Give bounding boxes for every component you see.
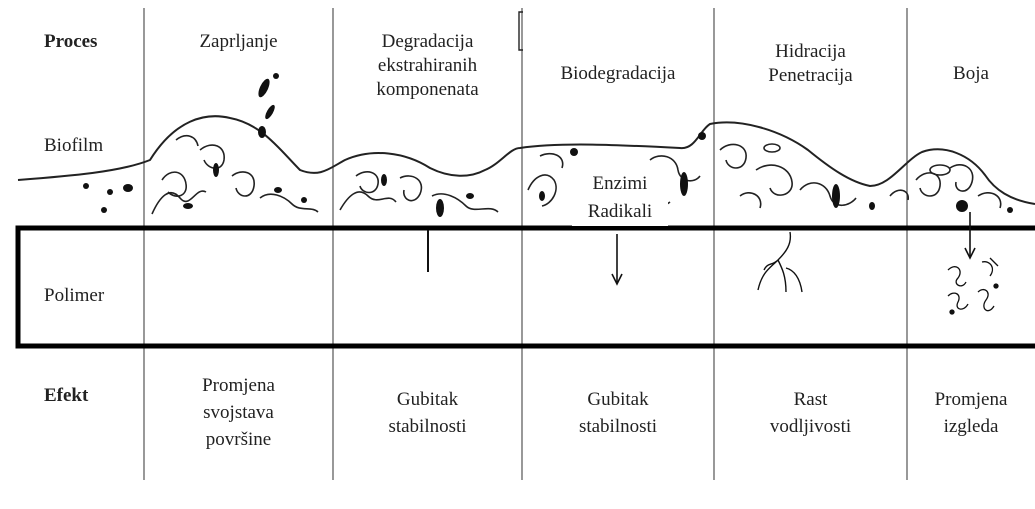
row-label-biofilm: Biofilm — [44, 134, 103, 158]
effect-line: izgleda — [907, 413, 1035, 440]
effect-line: svojstava — [144, 399, 333, 426]
row-label-polimer: Polimer — [44, 284, 104, 308]
process-header-line: komponenata — [333, 78, 522, 102]
effect-line: Promjena — [907, 386, 1035, 413]
process-header-line: Zaprljanje — [144, 30, 333, 54]
process-header-line: Degradacija — [333, 30, 522, 54]
biofilm-outline — [18, 116, 1035, 204]
effect-line: vodljivosti — [714, 413, 907, 440]
fouling-particles — [83, 73, 279, 213]
process-header-line: Hidracija — [714, 40, 907, 64]
process-header-line: Biodegradacija — [522, 62, 714, 86]
pigment-glyphs — [948, 258, 998, 314]
radikali-label: Radikali — [572, 200, 668, 224]
effect-line: Gubitak — [522, 386, 714, 413]
effect-label: Promjena svojstava površine — [144, 372, 333, 453]
process-header: Degradacija ekstrahiranih komponenata — [333, 30, 522, 102]
effect-line: Gubitak — [333, 386, 522, 413]
effect-line: Rast — [714, 386, 907, 413]
effect-line: Promjena — [144, 372, 333, 399]
process-header: Biodegradacija — [522, 62, 714, 86]
process-header: Hidracija Penetracija — [714, 40, 907, 88]
polymer-band — [18, 228, 1035, 346]
process-header: Boja — [907, 62, 1035, 86]
effect-label: Rast vodljivosti — [714, 386, 907, 440]
effect-label: Gubitak stabilnosti — [333, 386, 522, 440]
effect-line: površine — [144, 426, 333, 453]
process-header-line: Penetracija — [714, 64, 907, 88]
process-header-line: ekstrahiranih — [333, 54, 522, 78]
process-header: Zaprljanje — [144, 30, 333, 54]
row-label-efekt: Efekt — [44, 384, 88, 408]
effect-line: stabilnosti — [333, 413, 522, 440]
effect-line: stabilnosti — [522, 413, 714, 440]
biodegradation-arrow — [612, 234, 622, 284]
effect-label: Promjena izgleda — [907, 386, 1035, 440]
hydration-cracks — [758, 232, 802, 292]
row-label-proces: Proces — [44, 30, 97, 54]
enzimi-label: Enzimi — [572, 172, 668, 196]
process-header-line: Boja — [907, 62, 1035, 86]
effect-label: Gubitak stabilnosti — [522, 386, 714, 440]
color-arrow — [965, 212, 975, 258]
